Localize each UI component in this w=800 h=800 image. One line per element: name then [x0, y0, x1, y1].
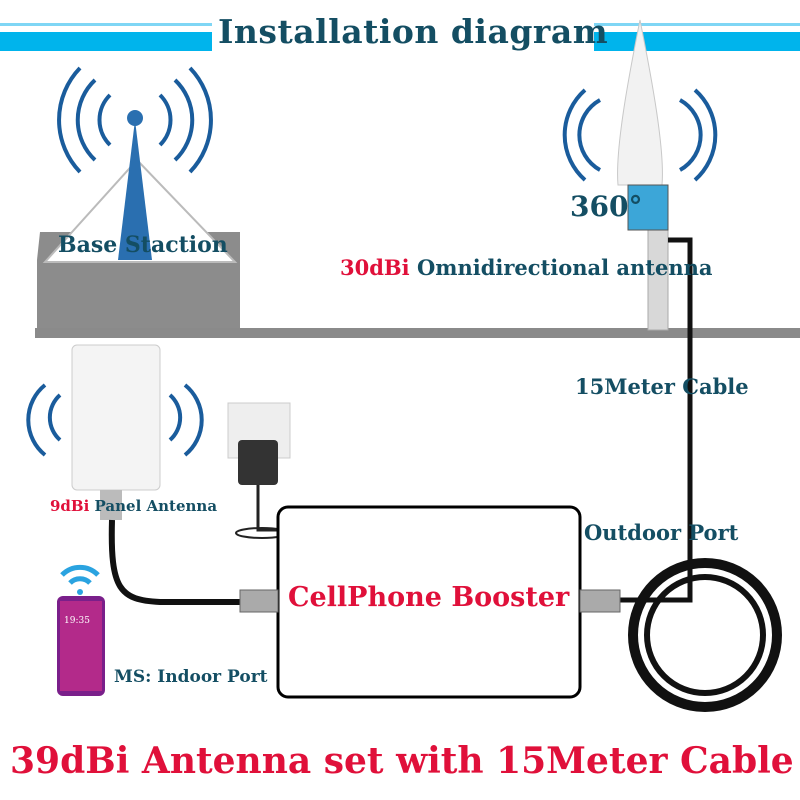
cable-label: 15Meter Cable: [575, 374, 749, 399]
indoor-port-label: MS: Indoor Port: [114, 667, 268, 687]
panel-antenna-icon: [26, 344, 242, 605]
header-stripes: [0, 18, 800, 56]
phone-icon: [57, 564, 105, 696]
outdoor-cable: [620, 237, 782, 712]
power-adapter-icon: [227, 402, 291, 539]
omni-gain: 30dBi: [340, 255, 410, 280]
omni-antenna-icon: [562, 19, 718, 331]
outdoor-port-label: Outdoor Port: [584, 520, 739, 545]
panel-gain: 9dBi: [50, 497, 90, 515]
omni-angle-label: 360°: [570, 190, 643, 223]
page-title: Installation diagram: [218, 12, 609, 51]
base-station-icon: [37, 66, 240, 330]
booster-label: CellPhone Booster: [288, 582, 570, 613]
indoor-connector: [239, 589, 279, 613]
phone-time: 19:35: [64, 616, 90, 626]
base-station-label: Base Staction: [58, 232, 228, 258]
outdoor-connector: [579, 589, 621, 613]
omni-antenna-label: Omnidirectional antenna: [416, 255, 713, 280]
panel-antenna-label: Panel Antenna: [94, 497, 218, 515]
rooftop-line: [35, 328, 800, 338]
footer-caption: 39dBi Antenna set with 15Meter Cable: [10, 740, 794, 782]
